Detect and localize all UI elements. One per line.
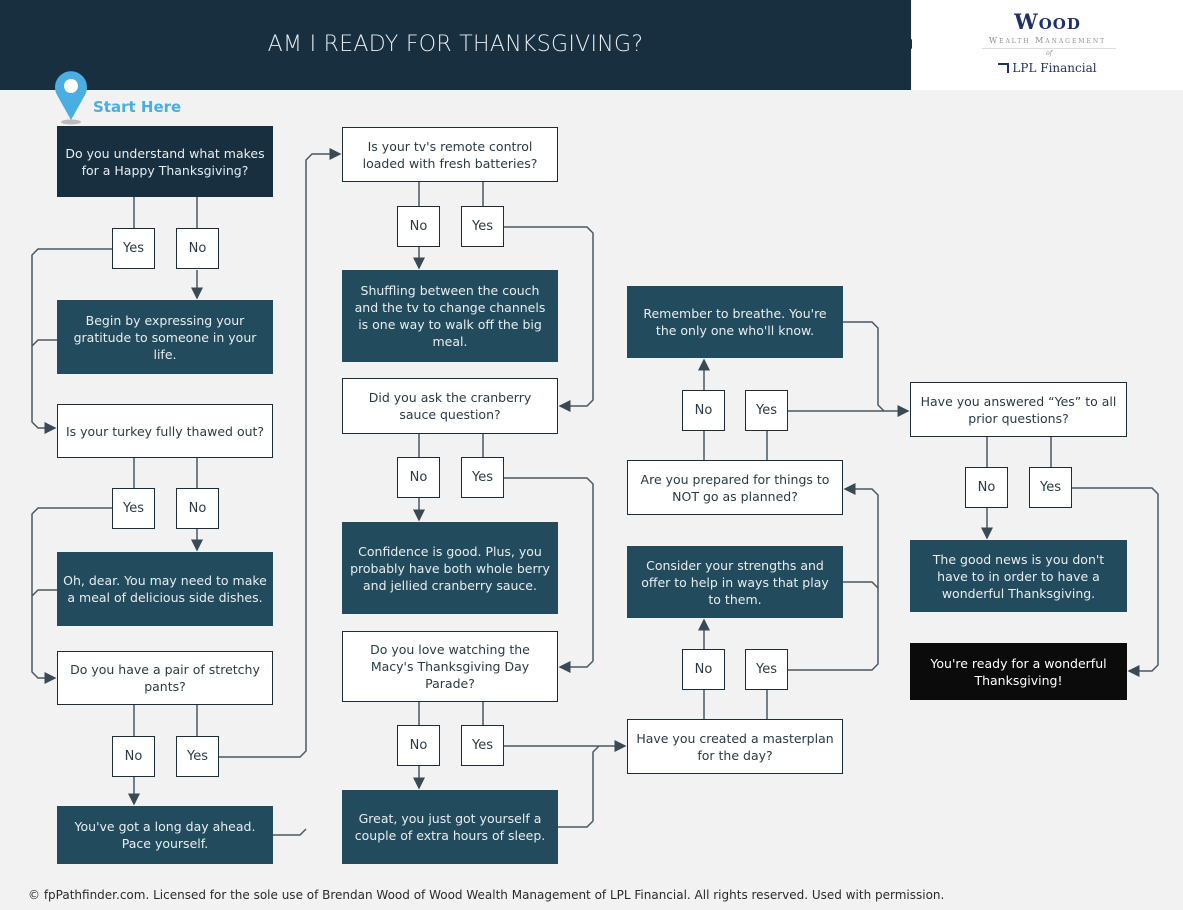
result-ready: You're ready for a wonderful Thanksgivin… (910, 643, 1127, 700)
answer-yes: Yes (1029, 467, 1072, 508)
question-happy-thanksgiving: Do you understand what makes for a Happy… (57, 126, 273, 197)
result-shuffling: Shuffling between the couch and the tv t… (342, 270, 558, 362)
header-bar: AM I READY FOR THANKSGIVING? (0, 0, 911, 90)
logo-name: Wood (1014, 9, 1081, 34)
logo-partner-text: LPL Financial (1012, 61, 1097, 75)
answer-no: No (397, 457, 440, 498)
question-remote: Is your tv's remote control loaded with … (342, 127, 558, 182)
answer-yes: Yes (112, 228, 155, 269)
result-good-news: The good news is you don't have to in or… (910, 540, 1127, 612)
result-sleep: Great, you just got yourself a couple of… (342, 790, 558, 864)
answer-yes: Yes (461, 206, 504, 247)
result-breathe: Remember to breathe. You're the only one… (627, 286, 843, 358)
question-turkey: Is your turkey fully thawed out? (57, 404, 273, 458)
result-long-day: You've got a long day ahead. Pace yourse… (57, 806, 273, 864)
logo-partner: LPL Financial (912, 61, 1183, 75)
answer-yes: Yes (176, 736, 219, 777)
answer-yes: Yes (112, 488, 155, 529)
result-side-dishes: Oh, dear. You may need to make a meal of… (57, 552, 273, 626)
question-cranberry: Did you ask the cranberry sauce question… (342, 378, 558, 434)
copyright-footer: © fpPathfinder.com. Licensed for the sol… (28, 888, 945, 902)
start-here-label: Start Here (93, 98, 182, 116)
answer-no: No (682, 649, 725, 690)
answer-yes: Yes (745, 649, 788, 690)
page-title: AM I READY FOR THANKSGIVING? (267, 32, 644, 57)
answer-no: No (176, 228, 219, 269)
answer-yes: Yes (461, 725, 504, 766)
question-all-yes: Have you answered “Yes” to all prior que… (910, 382, 1127, 437)
answer-no: No (397, 206, 440, 247)
logo-subtitle: Wealth Management (988, 36, 1107, 45)
result-strengths: Consider your strengths and offer to hel… (627, 546, 843, 618)
answer-yes: Yes (461, 457, 504, 498)
answer-no: No (112, 736, 155, 777)
question-parade: Do you love watching the Macy's Thanksgi… (342, 631, 558, 702)
lpl-icon (998, 63, 1010, 73)
answer-no: No (965, 467, 1008, 508)
answer-no: No (176, 488, 219, 529)
question-prepared: Are you prepared for things to NOT go as… (627, 460, 843, 515)
logo-of: of (982, 48, 1116, 57)
map-pin-icon (55, 71, 87, 125)
question-stretchy-pants: Do you have a pair of stretchy pants? (57, 651, 273, 705)
result-gratitude: Begin by expressing your gratitude to so… (57, 300, 273, 374)
answer-no: No (397, 725, 440, 766)
answer-no: No (682, 390, 725, 431)
result-confidence: Confidence is good. Plus, you probably h… (342, 522, 558, 614)
answer-yes: Yes (745, 390, 788, 431)
question-masterplan: Have you created a masterplan for the da… (627, 719, 843, 774)
logo: Wood Wealth Management of LPL Financial (912, 0, 1183, 90)
